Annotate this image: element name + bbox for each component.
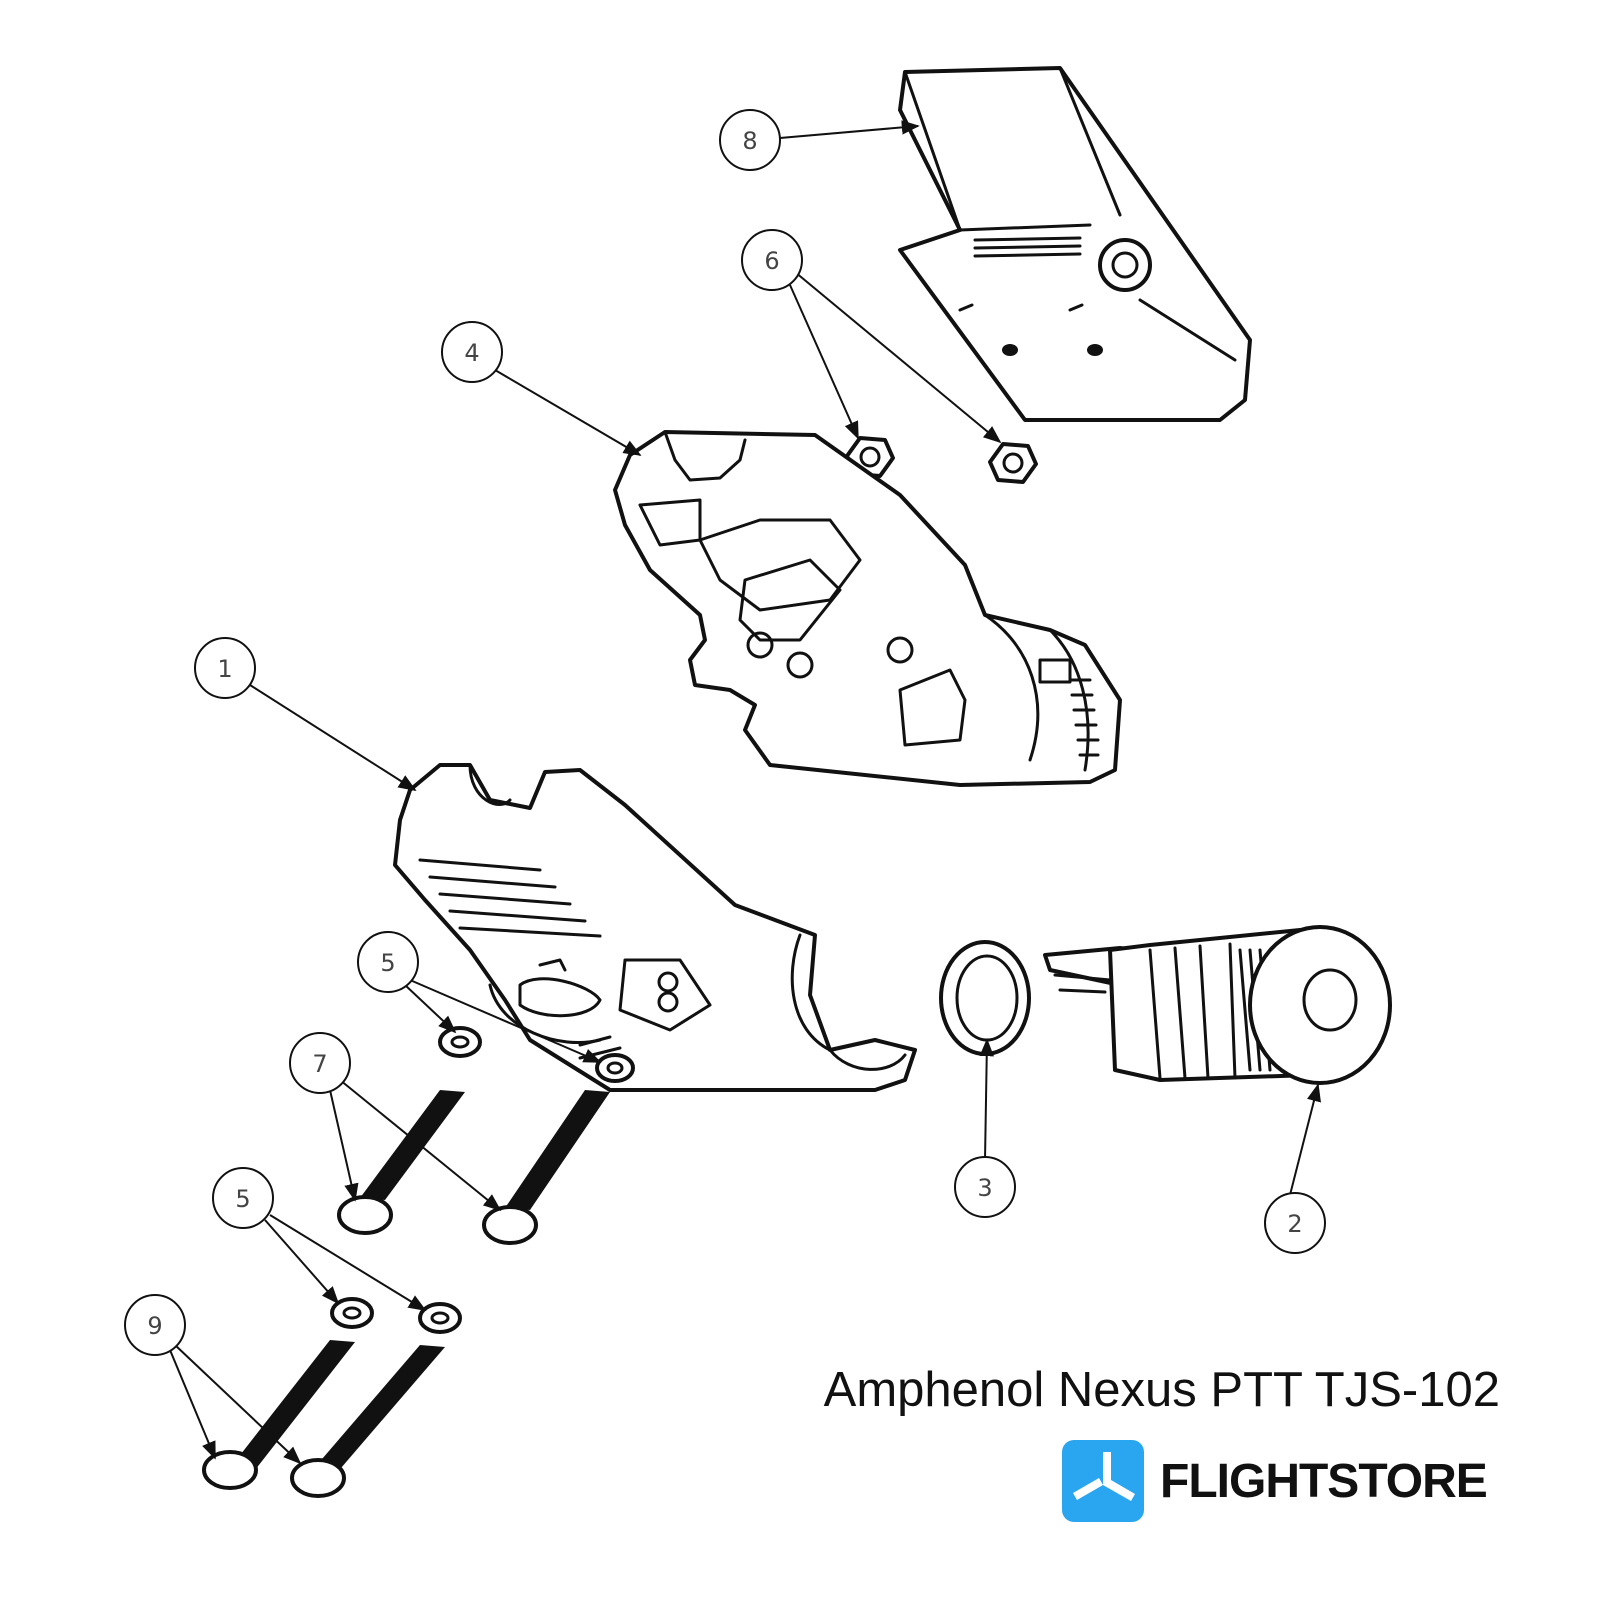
svg-text:9: 9 (147, 1312, 162, 1340)
part-5-washer-d (418, 1302, 462, 1334)
part-9-screw-a (202, 1340, 355, 1490)
part-4-inner-housing (613, 430, 1122, 787)
part-5-washer-c (330, 1297, 374, 1329)
svg-text:6: 6 (764, 247, 779, 275)
callout-9: 9 (124, 1294, 186, 1356)
callout-1: 1 (194, 637, 256, 699)
part-5-washer-a (438, 1026, 482, 1058)
part-5-washer-b (595, 1053, 635, 1083)
brand-name: FLIGHTSTORE (1160, 1455, 1488, 1508)
brand-block: FLIGHTSTORE (1062, 1440, 1502, 1522)
product-title: Amphenol Nexus PTT TJS-102 (823, 1363, 1500, 1417)
callout-2: 2 (1264, 1192, 1326, 1254)
svg-text:2: 2 (1287, 1210, 1302, 1238)
part-7-screw-a (337, 1090, 465, 1235)
svg-text:4: 4 (464, 339, 479, 367)
svg-text:5: 5 (235, 1185, 250, 1213)
part-2-jack (1043, 925, 1392, 1085)
callout-6: 6 (741, 229, 803, 291)
leader-lines (169, 120, 1321, 1465)
part-6-nut-b (988, 442, 1038, 484)
svg-text:1: 1 (217, 655, 232, 683)
callout-7: 7 (289, 1032, 351, 1094)
callout-3: 3 (954, 1156, 1016, 1218)
callout-4: 4 (441, 321, 503, 383)
callout-8: 8 (719, 109, 781, 171)
svg-text:7: 7 (312, 1050, 327, 1078)
callout-5-lower: 5 (212, 1167, 274, 1229)
part-8-clip (898, 66, 1252, 422)
part-3-ring (939, 940, 1031, 1056)
part-9-screw-b (290, 1345, 445, 1498)
svg-text:5: 5 (380, 949, 395, 977)
svg-text:3: 3 (977, 1174, 992, 1202)
flightstore-logo-icon (1062, 1440, 1144, 1522)
svg-text:8: 8 (742, 127, 757, 155)
part-7-screw-b (482, 1090, 610, 1245)
callout-5-upper: 5 (357, 931, 419, 993)
